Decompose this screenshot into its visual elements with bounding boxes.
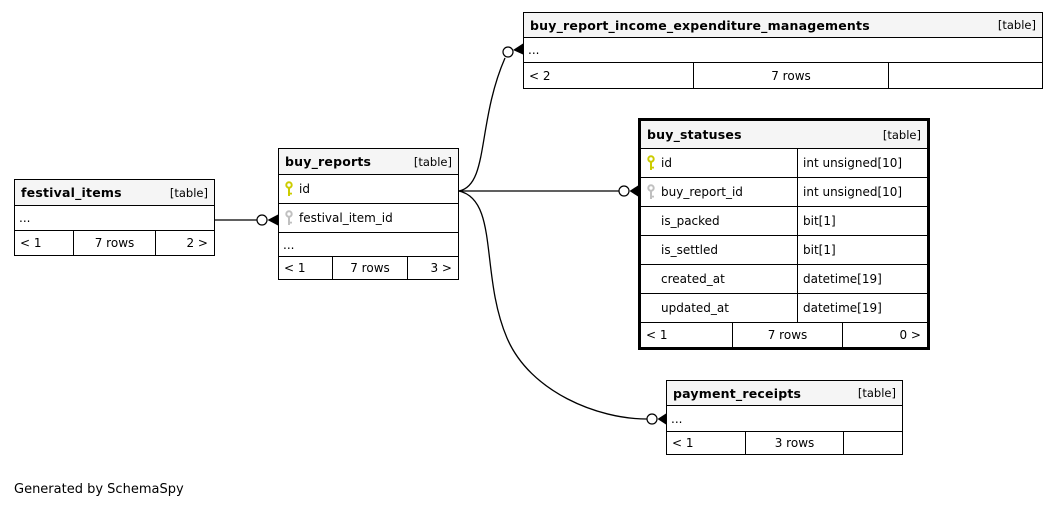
table-name[interactable]: payment_receipts [673, 385, 802, 401]
column-name: id [299, 182, 310, 196]
column-name: is_packed [661, 214, 720, 228]
table-festival-items[interactable]: festival_items [table] ... < 1 7 rows 2 … [14, 179, 215, 256]
ellipsis-label: ... [671, 411, 683, 426]
table-header[interactable]: buy_statuses [table] [641, 121, 927, 149]
column-row-is-packed[interactable]: is_packed bit[1] [641, 207, 927, 236]
column-row-id[interactable]: id int unsigned[10] [641, 149, 927, 178]
connector-endpoint-birem [502, 43, 523, 58]
ellipsis-label: ... [283, 237, 295, 252]
table-buy-statuses[interactable]: buy_statuses [table] id int unsigned[10] [638, 118, 930, 350]
footer-parents[interactable]: < 1 [279, 257, 333, 279]
table-buy-report-income-expenditure-managements[interactable]: buy_report_income_expenditure_management… [523, 12, 1043, 89]
table-header[interactable]: festival_items [table] [15, 180, 214, 206]
footer-parents[interactable]: < 1 [641, 323, 733, 347]
footer-row-count: 3 rows [746, 432, 844, 454]
foreign-key-icon [641, 184, 661, 200]
footer-parents[interactable]: < 2 [524, 63, 694, 88]
footer-children [844, 432, 902, 454]
connector-buy-reports-birem [458, 57, 506, 192]
column-row-festival-item-id[interactable]: festival_item_id [279, 204, 458, 233]
column-type: datetime[19] [797, 265, 927, 293]
footer-row-count: 7 rows [733, 323, 843, 347]
footer-row-count: 7 rows [74, 231, 156, 255]
table-type-label: [table] [882, 127, 921, 142]
table-footer: < 1 3 rows [667, 432, 902, 454]
column-name: id [661, 156, 672, 170]
column-row-buy-report-id[interactable]: buy_report_id int unsigned[10] [641, 178, 927, 207]
footer-children [889, 63, 1042, 88]
connector-endpoint-payment-receipts [646, 413, 666, 425]
footer-children[interactable]: 3 > [430, 261, 452, 275]
table-type-label: [table] [857, 386, 896, 400]
primary-key-icon [279, 181, 299, 197]
generated-by-note: Generated by SchemaSpy [14, 482, 184, 497]
table-footer: < 1 7 rows 2 > [15, 231, 214, 255]
table-header[interactable]: buy_report_income_expenditure_management… [524, 13, 1042, 38]
footer-parents[interactable]: < 1 [15, 231, 74, 255]
primary-key-icon [641, 155, 661, 171]
collapsed-columns-row: ... [524, 38, 1042, 63]
table-buy-reports[interactable]: buy_reports [table] id festival_ [278, 148, 459, 280]
column-name: buy_report_id [661, 185, 743, 199]
table-name[interactable]: festival_items [21, 185, 122, 200]
connector-buy-reports-payment-receipts [458, 190, 647, 420]
table-type-label: [table] [169, 185, 208, 200]
foreign-key-icon [279, 210, 299, 226]
table-header[interactable]: buy_reports [table] [279, 149, 458, 175]
column-row-is-settled[interactable]: is_settled bit[1] [641, 236, 927, 265]
table-footer: < 1 7 rows 0 > [641, 323, 927, 347]
ellipsis-label: ... [19, 211, 31, 225]
table-type-label: [table] [997, 18, 1036, 32]
column-name: is_settled [661, 243, 718, 257]
table-header[interactable]: payment_receipts [table] [667, 381, 902, 406]
ellipsis-label: ... [528, 43, 540, 57]
column-type: int unsigned[10] [797, 178, 927, 206]
column-row-updated-at[interactable]: updated_at datetime[19] [641, 294, 927, 323]
column-name: updated_at [661, 301, 729, 315]
connector-endpoint-buy-statuses [618, 185, 638, 197]
column-type: int unsigned[10] [797, 149, 927, 177]
collapsed-columns-row: ... [279, 233, 458, 257]
table-name[interactable]: buy_report_income_expenditure_management… [530, 17, 870, 33]
footer-children[interactable]: 2 > [186, 236, 208, 250]
table-name[interactable]: buy_reports [285, 154, 372, 169]
table-footer: < 2 7 rows [524, 63, 1042, 88]
collapsed-columns-row: ... [15, 206, 214, 231]
footer-children[interactable]: 0 > [899, 328, 921, 342]
table-name[interactable]: buy_statuses [647, 127, 742, 142]
footer-parents[interactable]: < 1 [667, 432, 746, 454]
connector-endpoint-buy-reports-fk [256, 214, 278, 226]
table-footer: < 1 7 rows 3 > [279, 257, 458, 279]
column-type: bit[1] [797, 207, 927, 235]
column-row-id[interactable]: id [279, 175, 458, 204]
column-type: bit[1] [797, 236, 927, 264]
column-name: created_at [661, 272, 725, 286]
footer-row-count: 7 rows [333, 257, 408, 279]
table-type-label: [table] [413, 154, 452, 169]
table-payment-receipts[interactable]: payment_receipts [table] ... < 1 3 rows [666, 380, 903, 455]
footer-row-count: 7 rows [694, 63, 889, 88]
column-name: festival_item_id [299, 211, 393, 225]
column-row-created-at[interactable]: created_at datetime[19] [641, 265, 927, 294]
collapsed-columns-row: ... [667, 406, 902, 432]
column-type: datetime[19] [797, 294, 927, 322]
